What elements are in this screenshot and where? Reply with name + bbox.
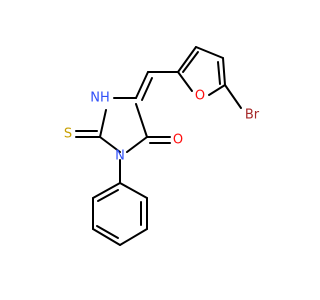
bond	[135, 71, 149, 99]
bond	[99, 109, 107, 138]
n-atom-label: N	[115, 149, 125, 164]
furan-ring	[177, 46, 242, 109]
bond	[99, 136, 121, 153]
bond	[208, 84, 226, 96]
bond	[217, 61, 221, 85]
bond	[92, 228, 121, 246]
nh-atom-label: NH	[90, 91, 110, 106]
bond	[195, 46, 224, 59]
bond	[177, 46, 197, 73]
bond	[135, 103, 148, 138]
molecule-structure: NH N S O O Br	[64, 46, 260, 246]
s-atom-label: S	[64, 127, 72, 142]
br-atom-label: Br	[245, 108, 260, 123]
bond	[119, 228, 148, 246]
bond	[119, 182, 148, 199]
phenyl-ring	[92, 182, 148, 246]
bond	[177, 71, 193, 92]
bond	[182, 51, 199, 73]
bond	[126, 136, 148, 153]
bond	[141, 77, 153, 101]
atom-labels: NH N S O O Br	[64, 89, 260, 164]
thiohydantoin-ring	[75, 97, 171, 184]
carbonyl-o-atom-label: O	[173, 133, 183, 148]
bond	[222, 57, 226, 86]
furan-o-atom-label: O	[195, 89, 205, 104]
bond	[97, 189, 119, 202]
methylidene-linker	[135, 71, 179, 101]
bond	[96, 225, 119, 239]
bond	[92, 182, 121, 199]
bond	[224, 84, 242, 109]
